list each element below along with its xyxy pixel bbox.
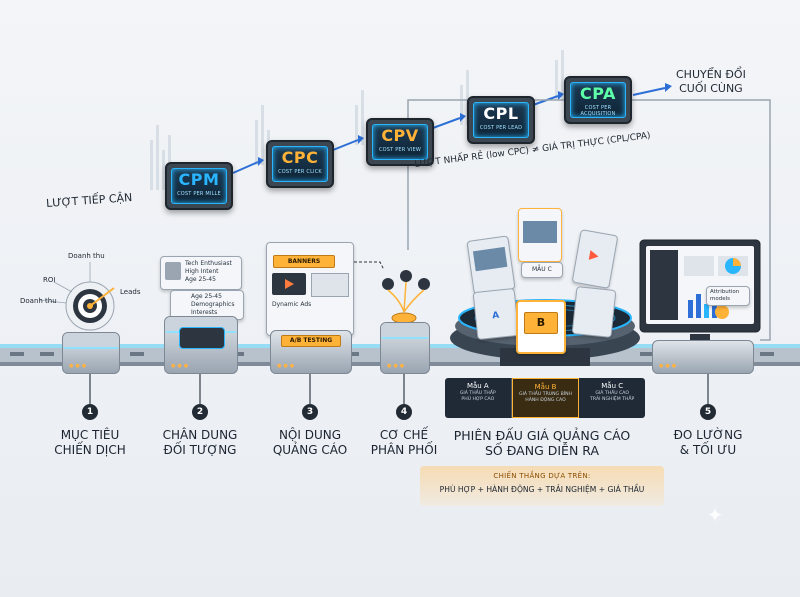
metric-code: CPM (178, 170, 220, 189)
step3-title: NỘI DUNG QUẢNG CÁO (260, 428, 360, 458)
persona-avatar-icon (165, 262, 181, 280)
step2-title-line1: CHÂN DUNG (162, 428, 238, 442)
ad-content-panel: BANNERS Dynamic Ads (266, 242, 354, 336)
metric-screen-cpm: CPM COST PER MILLE (165, 162, 233, 210)
persona2-line: Age 25-45 (191, 293, 222, 300)
persona-card-1: Tech Enthusiast High Intent Age 25-45 (160, 256, 242, 290)
step5-title-line1: ĐO LƯỜNG (673, 428, 743, 442)
metric-subtitle: COST PER ACQUISITION (580, 105, 616, 117)
step4-title-line2: PHÂN PHỐI (370, 443, 438, 457)
metric-screen-cpl: CPL COST PER LEAD (467, 96, 535, 144)
variant-bid: GIÁ THẦU TRUNG BÌNH (519, 392, 572, 397)
step1-number: 1 (82, 404, 98, 420)
play-icon (588, 250, 600, 262)
auction-card-top (518, 208, 562, 262)
persona1-line: High Intent (185, 268, 219, 275)
variant-name: Mẫu C (601, 382, 624, 390)
ad-variants-table: Mẫu A GIÁ THẦU THẤP PHÙ HỢP CAO Mẫu B GI… (445, 378, 645, 418)
final-conversion-label: CHUYỂN ĐỔI CUỐI CÙNG (676, 68, 746, 96)
step4-number: 4 (396, 404, 412, 420)
persona2-line: Interests (191, 309, 218, 316)
persona2-line: Demographics (191, 301, 235, 308)
auction-title-line2: SỐ ĐANG DIỄN RA (484, 443, 600, 458)
win-criteria-box: CHIẾN THẮNG DỰA TRÊN: PHÙ HỢP + HÀNH ĐỘN… (420, 466, 664, 506)
metric-screen-cpc: CPC COST PER CLICK (266, 140, 334, 188)
play-icon (285, 279, 294, 289)
step3-title-line2: QUẢNG CÁO (272, 443, 348, 457)
step2-number: 2 (192, 404, 208, 420)
step5-number: 5 (700, 404, 716, 420)
step5-platform: ●●● (652, 340, 754, 374)
auction-card-left (466, 235, 516, 295)
step4-title: CƠ CHẾ PHÂN PHỐI (354, 428, 454, 458)
step5-title: ĐO LƯỜNG & TỐI ƯU (658, 428, 758, 458)
audience-group-icon (179, 327, 225, 349)
metric-code: CPC (281, 148, 319, 167)
final-label-line2: CUỐI CÙNG (679, 82, 743, 95)
step3-title-line1: NỘI DUNG (278, 428, 342, 442)
variant-bid: GIÁ THẦU CAO (595, 391, 629, 396)
step4-platform: ●●● (380, 322, 430, 374)
step1-title-line2: CHIẾN DỊCH (54, 443, 126, 457)
video-ad-thumbnail (272, 273, 306, 295)
persona1-line: Age 25-45 (185, 276, 216, 283)
metric-subtitle: COST PER VIEW (378, 147, 422, 153)
win-criteria-detail: PHÙ HỢP + HÀNH ĐỘNG + TRẢI NGHIỆM + GIÁ … (439, 485, 645, 494)
auction-card-c (571, 286, 617, 338)
auction-card-a: A (472, 287, 520, 341)
variant-quality: PHÙ HỢP CAO (461, 397, 495, 402)
tag-roi: ROI (43, 276, 56, 284)
attribution-line1: Attribution (710, 289, 740, 295)
step2-title-line2: ĐỐI TƯỢNG (163, 443, 237, 457)
step1-platform: ●●● (62, 332, 120, 374)
variant-bid: GIÁ THẦU THẤP (459, 391, 496, 396)
persona1-line: Tech Enthusiast (185, 260, 232, 267)
step2-title: CHÂN DUNG ĐỐI TƯỢNG (150, 428, 250, 458)
step3-platform: A/B TESTING ●●● (270, 330, 352, 374)
auction-card-video: MẪU C (521, 262, 563, 278)
metric-code: CPV (381, 126, 419, 145)
ad-variant-c: Mẫu C GIÁ THẦU CAO TRẢI NGHIỆM THẤP (579, 378, 645, 418)
metric-code: CPL (483, 104, 519, 123)
step2-platform: ●●● (164, 316, 238, 374)
banners-label: BANNERS (273, 255, 335, 268)
tag-leads: Leads (120, 288, 141, 296)
win-criteria-title: CHIẾN THẮNG DỰA TRÊN: (493, 472, 591, 480)
step1-title: MỤC TIÊU CHIẾN DỊCH (40, 428, 140, 458)
ab-testing-label: A/B TESTING (281, 335, 341, 347)
auction-title: PHIÊN ĐẤU GIÁ QUẢNG CÁO SỐ ĐANG DIỄN RA (420, 428, 664, 458)
ad-letter-a: A (491, 310, 500, 322)
metric-screen-cpa: CPA COST PER ACQUISITION (564, 76, 632, 124)
ad-variant-a: Mẫu A GIÁ THẦU THẤP PHÙ HỢP CAO (445, 378, 512, 418)
metric-code: CPA (580, 84, 616, 103)
metric-screen-cpv: CPV COST PER VIEW (366, 118, 434, 166)
attribution-line2: models (710, 296, 730, 302)
attribution-badge: Attribution models (706, 286, 750, 306)
step3-number: 3 (302, 404, 318, 420)
image-ad-thumbnail (311, 273, 349, 297)
tag-revenue-top: Doanh thu (68, 252, 105, 260)
step1-title-line1: MỤC TIÊU (60, 428, 120, 442)
dynamic-ads-label: Dynamic Ads (272, 301, 312, 308)
metric-subtitle: COST PER CLICK (278, 169, 322, 175)
video-ad-label: MẪU C (532, 266, 552, 273)
variant-name: Mẫu A (466, 382, 489, 390)
final-label-line1: CHUYỂN ĐỔI (676, 68, 746, 81)
metric-subtitle: COST PER LEAD (479, 125, 523, 131)
tag-revenue-left: Doanh thu (20, 297, 57, 305)
metric-subtitle: COST PER MILLE (177, 191, 221, 197)
step4-title-line1: CƠ CHẾ (379, 428, 429, 442)
step5-title-line2: & TỐI ƯU (679, 443, 737, 457)
variant-quality: HÀNH ĐỘNG CAO (525, 398, 566, 403)
ad-variant-b: Mẫu B GIÁ THẦU TRUNG BÌNH HÀNH ĐỘNG CAO (511, 378, 580, 418)
ad-letter-b: B (524, 312, 558, 334)
auction-title-line1: PHIÊN ĐẤU GIÁ QUẢNG CÁO (453, 428, 631, 443)
variant-quality: TRẢI NGHIỆM THẤP (590, 397, 635, 402)
variant-name: Mẫu B (534, 383, 557, 391)
auction-card-b-winning: B (516, 300, 566, 354)
sparkle-icon: ✦ (706, 503, 724, 527)
